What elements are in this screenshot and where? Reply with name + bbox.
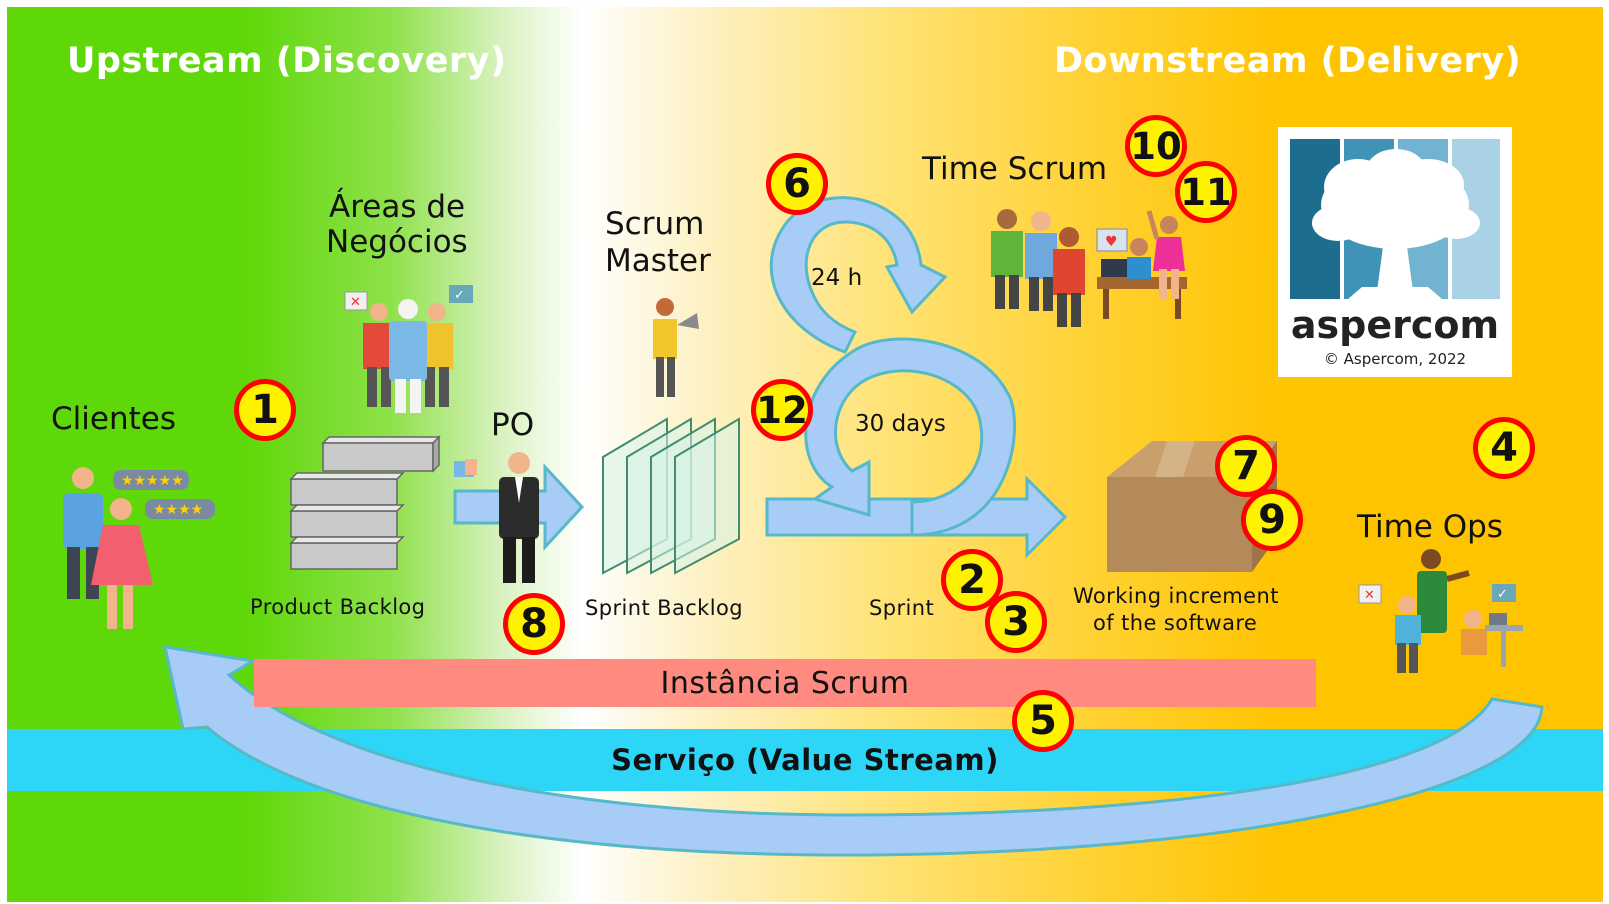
sprint-30-days-cycle xyxy=(804,337,1017,537)
feedback-return-arrow xyxy=(163,645,1544,857)
ops-team-people-icon: ✕ ✓ xyxy=(1358,549,1523,673)
time-ops-label: Time Ops xyxy=(1357,509,1503,545)
step-badge-10: 10 xyxy=(1125,115,1187,177)
time-scrum-label: Time Scrum xyxy=(922,151,1108,187)
step-badge-9: 9 xyxy=(1241,489,1303,551)
svg-text:✕: ✕ xyxy=(1364,588,1375,603)
step-badge-7: 7 xyxy=(1215,435,1277,497)
po-label: PO xyxy=(491,407,535,443)
svg-text:♥: ♥ xyxy=(1105,234,1118,250)
scrum-master-label-line2: Master xyxy=(605,243,711,279)
upstream-header: Upstream (Discovery) xyxy=(67,41,507,81)
increment-label-line1: Working increment xyxy=(1073,584,1279,608)
diagram-canvas: Serviço (Value Stream) xyxy=(7,7,1603,902)
step-badge-8: 8 xyxy=(503,593,565,655)
downstream-header: Downstream (Delivery) xyxy=(1054,41,1522,81)
sprint-cycle-label: 30 days xyxy=(855,411,946,437)
product-owner-icon xyxy=(454,452,539,583)
svg-text:★★★★★: ★★★★★ xyxy=(121,473,184,489)
service-band-label: Serviço (Value Stream) xyxy=(611,743,999,777)
step-badge-12: 12 xyxy=(751,379,813,441)
svg-text:★★★★: ★★★★ xyxy=(153,502,203,518)
scrum-master-label-line1: Scrum xyxy=(605,206,705,242)
clientes-label: Clientes xyxy=(51,401,176,437)
step-badge-1: 1 xyxy=(234,379,296,441)
product-backlog-stack-icon xyxy=(289,435,441,570)
svg-text:✓: ✓ xyxy=(1497,587,1508,602)
increment-label-line2: of the software xyxy=(1093,611,1258,635)
sprint-label: Sprint xyxy=(869,596,935,620)
scrum-instance-band: Instância Scrum xyxy=(254,659,1316,707)
step-badge-6: 6 xyxy=(766,153,828,215)
scrum-team-people-icon: ♥ xyxy=(991,209,1187,327)
daily-24h-cycle xyxy=(769,196,948,354)
product-backlog-label: Product Backlog xyxy=(250,595,426,619)
step-badge-5: 5 xyxy=(1012,690,1074,752)
business-areas-label-line1: Áreas de xyxy=(329,189,466,225)
sprint-backlog-label: Sprint Backlog xyxy=(585,596,743,620)
step-badge-11: 11 xyxy=(1175,161,1237,223)
business-areas-people-icon: ✕ ✓ xyxy=(344,285,473,413)
logo-wordmark: aspercom xyxy=(1290,303,1500,347)
sprint-backlog-sheets-icon xyxy=(602,417,740,575)
logo-copyright: © Aspercom, 2022 xyxy=(1323,350,1467,368)
aspercom-logo: aspercom © Aspercom, 2022 xyxy=(1278,127,1512,377)
business-areas-label-line2: Negócios xyxy=(326,224,468,260)
clientes-people-icon: ★★★★★ ★★★★ xyxy=(63,467,215,629)
scrum-instance-label: Instância Scrum xyxy=(660,665,910,701)
daily-cycle-label: 24 h xyxy=(811,265,863,291)
step-badge-3: 3 xyxy=(985,591,1047,653)
svg-text:✕: ✕ xyxy=(350,295,361,310)
scrum-master-icon xyxy=(653,298,699,397)
diagram-graphics: ★★★★★ ★★★★ ✕ ✓ xyxy=(63,196,1544,857)
svg-text:✓: ✓ xyxy=(454,288,465,303)
step-badge-4: 4 xyxy=(1473,417,1535,479)
aspercom-tree-logo-graphic xyxy=(1290,139,1500,299)
